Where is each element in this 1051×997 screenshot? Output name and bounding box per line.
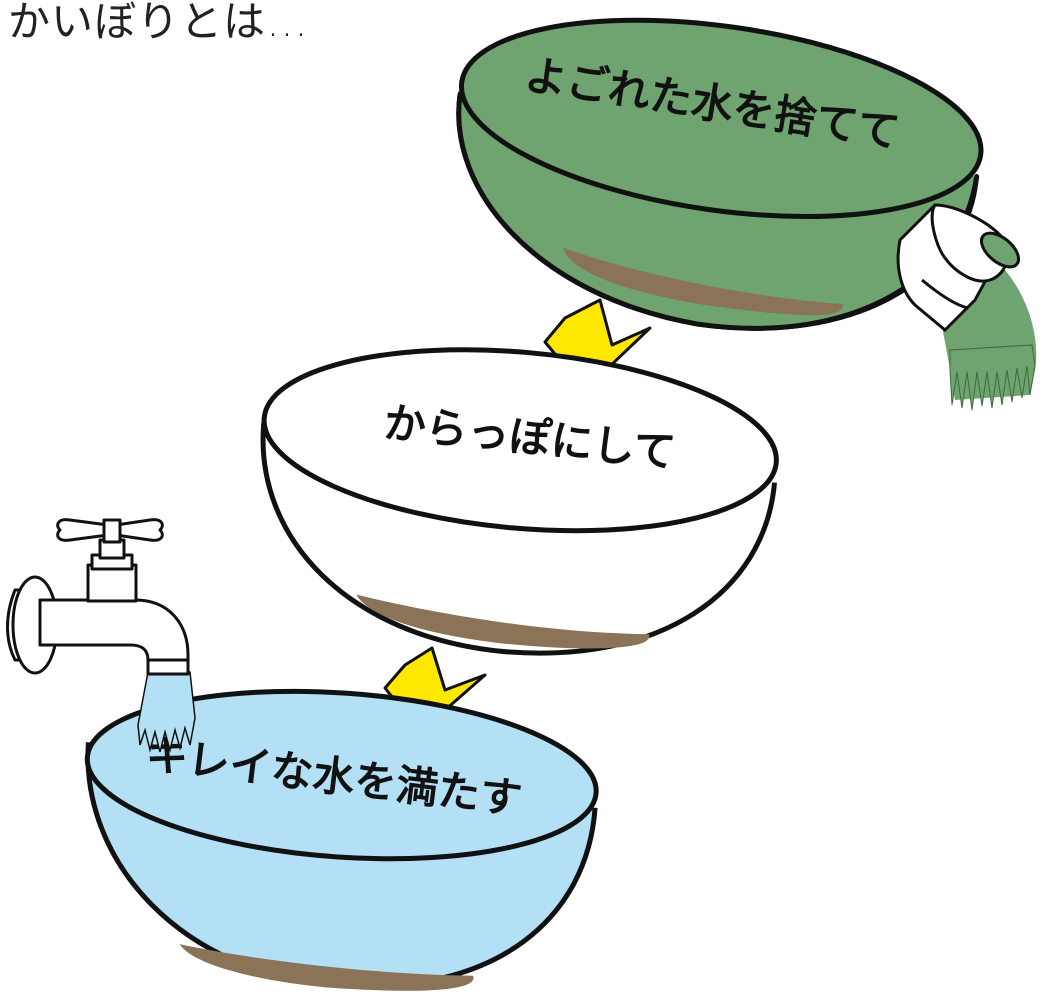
bowl-dirty-mud [562,247,843,316]
bowl-clean-water [84,688,599,991]
water-stream [137,671,196,753]
faucet-icon [6,518,190,676]
bowl-empty [260,347,779,656]
bowl-empty-mud [356,594,650,649]
page-title: かいぼりとは… [8,0,310,46]
bowl-clean-mud [179,944,474,991]
bowl-empty-surface [261,347,779,534]
bowl-clean-surface [84,688,599,862]
drain-pipe-icon [896,203,1037,411]
bowl-dirty-surface [458,17,984,219]
bowl-dirty-water [456,17,984,331]
